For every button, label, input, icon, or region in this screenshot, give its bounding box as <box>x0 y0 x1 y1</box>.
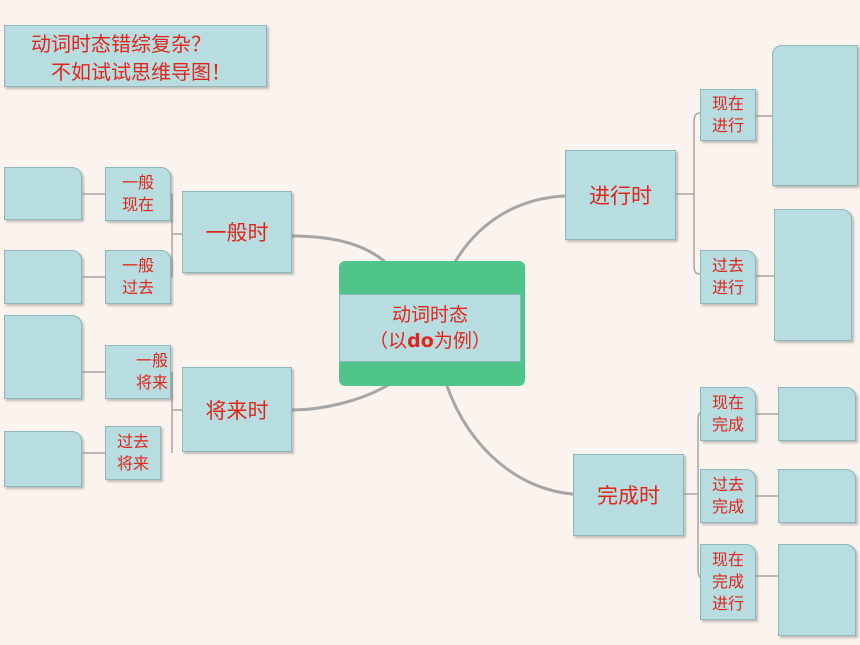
leaf-simple-present <box>4 167 82 220</box>
sub-future-simple: 一般 将来 <box>105 345 171 399</box>
center-line-2: （以do为例） <box>369 330 491 352</box>
sub-perfect-present: 现在 完成 <box>700 387 756 441</box>
leaf-future-past <box>4 431 82 487</box>
center-node: 动词时态 （以do为例） <box>339 294 521 362</box>
sub-progressive-present: 现在 进行 <box>700 89 756 141</box>
branch-progressive: 进行时 <box>565 150 676 240</box>
connector-center-progressive <box>453 194 567 264</box>
title-line-2: 不如试试思维导图！ <box>51 60 231 84</box>
connector-center-future <box>290 382 392 412</box>
connector-future-leaves <box>83 371 105 454</box>
connector-simple-leaves <box>83 193 105 278</box>
branch-perfect: 完成时 <box>573 454 684 536</box>
branch-future: 将来时 <box>182 367 292 452</box>
sub-perfect-progressive: 现在 完成 进行 <box>700 544 756 620</box>
sub-perfect-past: 过去 完成 <box>700 469 756 523</box>
sub-simple-present: 一般 现在 <box>105 167 171 221</box>
connector-simple-subs <box>170 193 182 278</box>
connector-center-perfect <box>445 384 575 496</box>
connector-progressive-subs <box>676 112 701 275</box>
leaf-progressive-present <box>772 45 858 186</box>
connector-perfect-leaves <box>756 413 778 577</box>
center-line-1: 动词时态 <box>391 304 468 326</box>
connector-future-subs <box>171 372 182 453</box>
leaf-perfect-past <box>778 469 856 523</box>
connector-center-simple <box>290 234 387 264</box>
leaf-simple-past <box>4 250 82 304</box>
title-line-1: 动词时态错综复杂？ <box>31 32 211 56</box>
title-box: 动词时态错综复杂？ 不如试试思维导图！ <box>4 25 267 87</box>
sub-progressive-past: 过去 进行 <box>700 250 756 304</box>
leaf-future-simple <box>4 315 82 399</box>
sub-simple-past: 一般 过去 <box>105 250 171 304</box>
connector-progressive-leaves <box>756 115 774 277</box>
leaf-perfect-progressive <box>778 544 856 636</box>
leaf-progressive-past <box>774 209 852 341</box>
leaf-perfect-present <box>778 387 856 441</box>
branch-simple: 一般时 <box>182 191 292 273</box>
sub-future-past: 过去 将来 <box>105 426 161 480</box>
